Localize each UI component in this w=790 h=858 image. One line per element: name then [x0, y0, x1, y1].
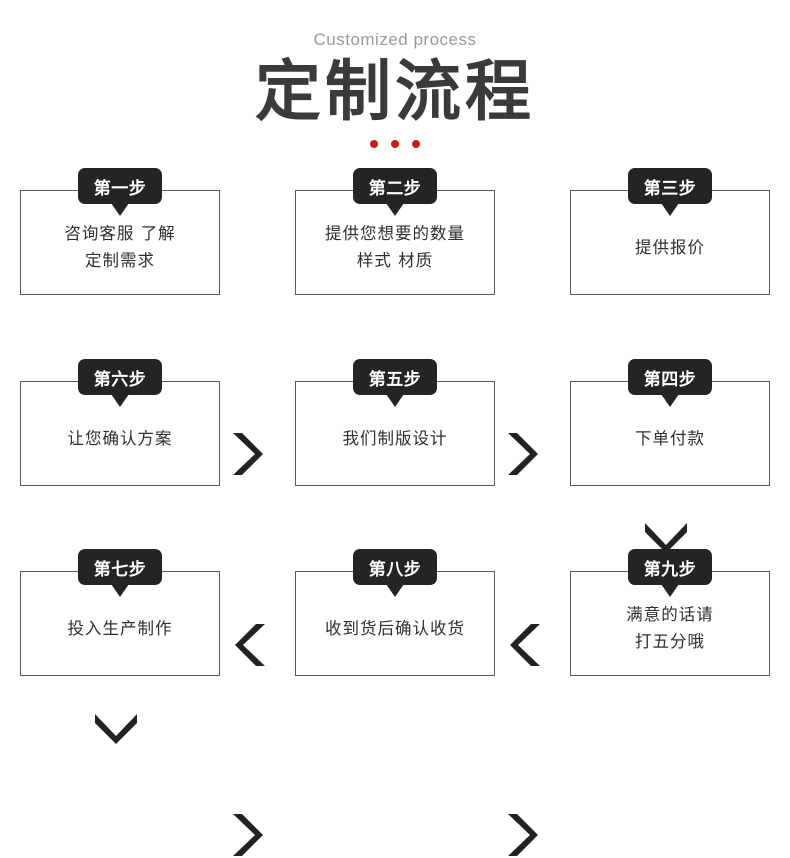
step-badge-label: 第三步	[628, 168, 712, 204]
arrow-left-icon	[233, 622, 267, 668]
step-box-text: 我们制版设计	[295, 381, 495, 486]
step-box-text: 收到货后确认收货	[295, 571, 495, 676]
flow-step-6: 让您确认方案 第六步	[20, 359, 220, 486]
step-text-line: 打五分哦	[635, 632, 705, 651]
process-flow-diagram: 咨询客服 了解 定制需求 第一步 提供您想要的数量 样式 材质 第二步 提供报价	[0, 168, 790, 856]
step-badge-label: 第八步	[353, 549, 437, 585]
step-badge-label: 第九步	[628, 549, 712, 585]
arrow-down-icon	[93, 712, 139, 746]
step-badge: 第三步	[628, 168, 712, 216]
flow-row-2: 让您确认方案 第六步 我们制版设计 第五步 下单付款 第四步	[0, 359, 790, 486]
step-text-line: 咨询客服 了解	[64, 224, 176, 243]
flow-row-1: 咨询客服 了解 定制需求 第一步 提供您想要的数量 样式 材质 第二步 提供报价	[0, 168, 790, 295]
step-box-text: 提供报价	[570, 190, 770, 295]
dot-divider	[0, 138, 790, 150]
badge-tail-icon	[661, 394, 679, 407]
step-badge: 第二步	[353, 168, 437, 216]
step-text-line: 让您确认方案	[67, 428, 173, 448]
step-badge-label: 第二步	[353, 168, 437, 204]
page-header: Customized process 定制流程	[0, 0, 790, 150]
step-box-text: 提供您想要的数量 样式 材质	[295, 190, 495, 295]
page-title: 定制流程	[255, 53, 535, 130]
step-box-text: 下单付款	[570, 381, 770, 486]
red-dot-icon	[391, 140, 399, 148]
step-text-line: 下单付款	[635, 428, 705, 448]
step-text-line: 提供您想要的数量	[325, 224, 465, 243]
step-text-line: 我们制版设计	[342, 428, 448, 448]
flow-step-4: 下单付款 第四步	[570, 359, 770, 486]
badge-tail-icon	[386, 584, 404, 597]
step-text-line: 收到货后确认收货	[325, 618, 465, 638]
step-badge-label: 第一步	[78, 168, 162, 204]
flow-step-8: 收到货后确认收货 第八步	[295, 549, 495, 676]
step-badge-label: 第五步	[353, 359, 437, 395]
flow-step-5: 我们制版设计 第五步	[295, 359, 495, 486]
flow-step-1: 咨询客服 了解 定制需求 第一步	[20, 168, 220, 295]
arrow-left-icon	[508, 622, 542, 668]
step-badge: 第七步	[78, 549, 162, 597]
badge-tail-icon	[386, 394, 404, 407]
step-badge: 第一步	[78, 168, 162, 216]
step-badge-label: 第四步	[628, 359, 712, 395]
red-dot-icon	[370, 140, 378, 148]
arrow-right-icon	[506, 812, 540, 858]
badge-tail-icon	[111, 203, 129, 216]
step-badge-label: 第七步	[78, 549, 162, 585]
arrow-right-icon	[231, 431, 265, 477]
arrow-right-icon	[231, 812, 265, 858]
step-badge: 第五步	[353, 359, 437, 407]
badge-tail-icon	[661, 203, 679, 216]
badge-tail-icon	[111, 584, 129, 597]
step-badge: 第八步	[353, 549, 437, 597]
flow-step-7: 投入生产制作 第七步	[20, 549, 220, 676]
red-dot-icon	[412, 140, 420, 148]
step-badge: 第六步	[78, 359, 162, 407]
arrow-right-icon	[506, 431, 540, 477]
step-badge-label: 第六步	[78, 359, 162, 395]
step-badge: 第四步	[628, 359, 712, 407]
arrow-down-icon	[643, 521, 689, 555]
step-text-line: 提供报价	[635, 237, 705, 257]
page-subtitle: Customized process	[313, 30, 477, 49]
step-box-text: 咨询客服 了解 定制需求	[20, 190, 220, 295]
step-box-text: 让您确认方案	[20, 381, 220, 486]
step-text-line: 满意的话请	[626, 605, 714, 624]
step-text-line: 定制需求	[85, 251, 155, 270]
badge-tail-icon	[386, 203, 404, 216]
flow-step-9: 满意的话请 打五分哦 第九步	[570, 549, 770, 676]
badge-tail-icon	[661, 584, 679, 597]
flow-row-3: 投入生产制作 第七步 收到货后确认收货 第八步 满意的话请 打五分哦	[0, 549, 790, 676]
flow-step-3: 提供报价 第三步	[570, 168, 770, 295]
step-badge: 第九步	[628, 549, 712, 597]
flow-step-2: 提供您想要的数量 样式 材质 第二步	[295, 168, 495, 295]
step-text-line: 样式 材质	[356, 251, 434, 270]
step-text-line: 投入生产制作	[67, 618, 173, 638]
step-box-text: 投入生产制作	[20, 571, 220, 676]
badge-tail-icon	[111, 394, 129, 407]
step-box-text: 满意的话请 打五分哦	[570, 571, 770, 676]
